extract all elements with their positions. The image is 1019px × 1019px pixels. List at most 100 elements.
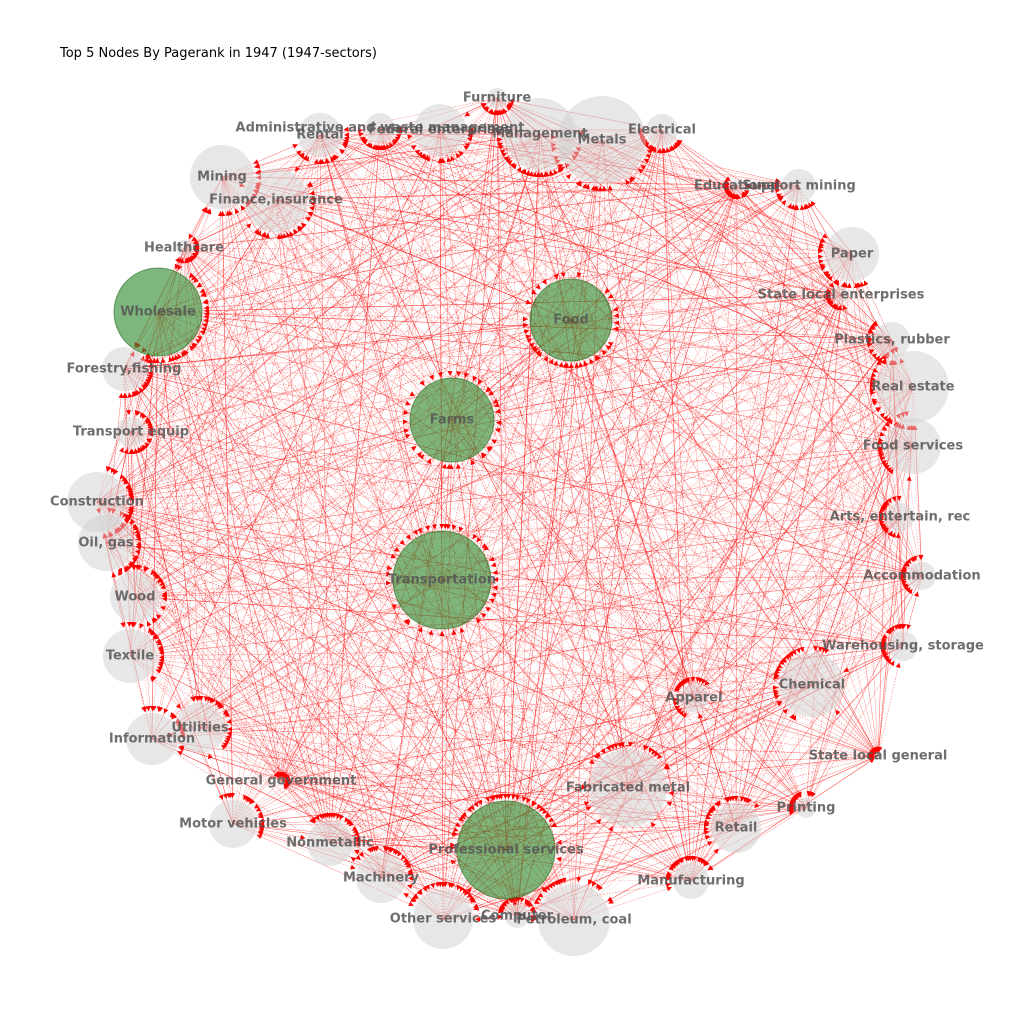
edge-mining-to-transportation: [221, 176, 418, 536]
edge-professional-services-to-construction: [121, 522, 507, 851]
edge-healthcare-to-apparel: [183, 247, 683, 688]
edge-arrowhead: [777, 196, 784, 202]
edge-arrowhead: [156, 706, 162, 712]
edge-forestry-fishing-to-metals: [123, 159, 561, 370]
edge-arrowhead: [117, 567, 123, 574]
edge-arrowhead: [357, 128, 364, 134]
edge-arrowhead: [871, 398, 878, 404]
edge-arrowhead: [407, 134, 413, 140]
edge-arrowhead: [871, 372, 877, 378]
edge-arrowhead: [493, 402, 500, 408]
edge-arrowhead: [743, 190, 750, 195]
node-label-support-mining: Support mining: [742, 179, 856, 194]
edge-administrative-and-waste-management-to-state-local-general: [379, 127, 876, 754]
edge-arrowhead: [343, 126, 349, 132]
edge-arrowhead: [196, 282, 203, 288]
edge-furniture-to-construction: [119, 97, 498, 480]
edge-electrical-to-professional-services: [516, 129, 663, 801]
edge-apparel-to-farms: [480, 452, 695, 699]
edge-arrowhead: [126, 484, 132, 490]
edge-accommodation-to-paper: [857, 282, 923, 577]
edge-arrowhead: [254, 163, 260, 168]
edge-rental-to-transportation: [319, 134, 429, 531]
edge-rental-to-chemical: [319, 134, 790, 660]
edge-arts-entertain-rec-to-wholesale: [202, 324, 901, 518]
edge-arrowhead: [402, 419, 409, 425]
edge-mining-to-other-services: [221, 176, 435, 889]
edge-oil-gas-to-federal-enterprises: [105, 151, 423, 544]
edge-arrowhead: [136, 564, 142, 571]
edge-arrowhead: [342, 144, 348, 149]
edge-arrowhead: [151, 357, 157, 364]
edge-transport-equip-to-food: [130, 330, 530, 433]
edge-arrowhead: [296, 150, 302, 156]
edge-educational-to-electrical: [676, 140, 738, 187]
edge-arrowhead: [202, 207, 207, 213]
edge-arrowhead: [869, 383, 876, 389]
edge-transportation-to-retail: [441, 579, 716, 811]
edge-arrowhead: [612, 306, 619, 312]
edge-mining-to-apparel: [221, 176, 684, 687]
edge-educational-to-warehousing-storage: [736, 185, 898, 631]
edge-transportation-to-forestry-fishing: [143, 382, 443, 581]
edge-state-local-enterprises-to-mining: [255, 183, 842, 296]
edge-arrowhead: [870, 390, 876, 396]
node-label-textile: Textile: [106, 649, 154, 664]
edge-arrowhead: [458, 150, 464, 157]
edge-arrowhead: [458, 526, 464, 533]
edge-educational-to-state-local-general: [736, 185, 878, 753]
edge-arrowhead: [495, 427, 501, 433]
edge-arrowhead: [808, 202, 814, 209]
edge-transport-equip-to-accommodation: [130, 431, 907, 574]
edge-electrical-to-paper: [661, 129, 828, 239]
edge-healthcare-to-management: [183, 145, 504, 249]
edge-finance-insurance-to-metals: [275, 148, 557, 201]
edge-arrowhead: [629, 177, 635, 183]
edge-accommodation-to-finance-insurance: [305, 216, 923, 577]
node-label-rental: Rental: [296, 128, 344, 143]
edge-arrowhead: [773, 674, 779, 680]
edge-arrowhead: [677, 139, 683, 145]
edge-arrowhead: [508, 98, 515, 104]
edge-rental-to-petroleum-coal: [319, 134, 563, 884]
edge-textile-to-machinery: [129, 655, 361, 861]
edge-apparel-to-management: [549, 170, 695, 699]
edge-arrowhead: [126, 409, 132, 416]
edge-furniture-to-farms: [457, 97, 498, 377]
edge-arrowhead: [492, 398, 499, 404]
edge-administrative-and-waste-management-to-utilities: [207, 127, 381, 703]
edge-real-estate-to-metals: [637, 168, 914, 388]
node-label-manufacturing: Manufacturing: [637, 874, 744, 889]
edge-plastics-rubber-to-mining: [254, 184, 893, 341]
edge-arrowhead: [403, 892, 410, 898]
edge-textile-to-food-services: [129, 453, 885, 657]
edge-real-estate-to-rental: [341, 144, 914, 388]
node-label-metals: Metals: [578, 133, 627, 148]
edge-arrowhead: [425, 884, 430, 891]
edge-construction-to-professional-services: [96, 501, 468, 818]
edge-arts-entertain-rec-to-paper: [857, 282, 901, 518]
edge-arrowhead: [147, 358, 153, 364]
edge-farms-to-manufacturing: [451, 419, 682, 864]
edge-arrowhead: [477, 799, 482, 806]
node-label-information: Information: [109, 732, 195, 747]
edge-arrowhead: [156, 640, 163, 646]
edge-transport-equip-to-management: [130, 156, 510, 433]
edge-arrowhead: [480, 103, 487, 108]
edge-plastics-rubber-to-chemical: [819, 339, 893, 652]
edge-arrowhead: [853, 282, 859, 289]
edge-arrowhead: [511, 794, 516, 800]
edge-arrowhead: [203, 308, 210, 314]
edge-state-local-enterprises-to-educational: [742, 191, 842, 296]
edge-arrowhead: [842, 304, 848, 311]
edge-arrowhead: [123, 448, 129, 455]
edge-professional-services-to-food-services: [505, 467, 892, 851]
edge-finance-insurance-to-wood: [143, 199, 277, 572]
edge-paper-to-metals: [643, 158, 853, 255]
edge-arrowhead: [203, 314, 209, 320]
edge-arrowhead: [506, 105, 512, 111]
edge-arrowhead: [912, 555, 918, 562]
edge-arrowhead: [870, 376, 876, 382]
node-label-accommodation: Accommodation: [863, 569, 980, 584]
node-label-mining: Mining: [197, 170, 247, 185]
